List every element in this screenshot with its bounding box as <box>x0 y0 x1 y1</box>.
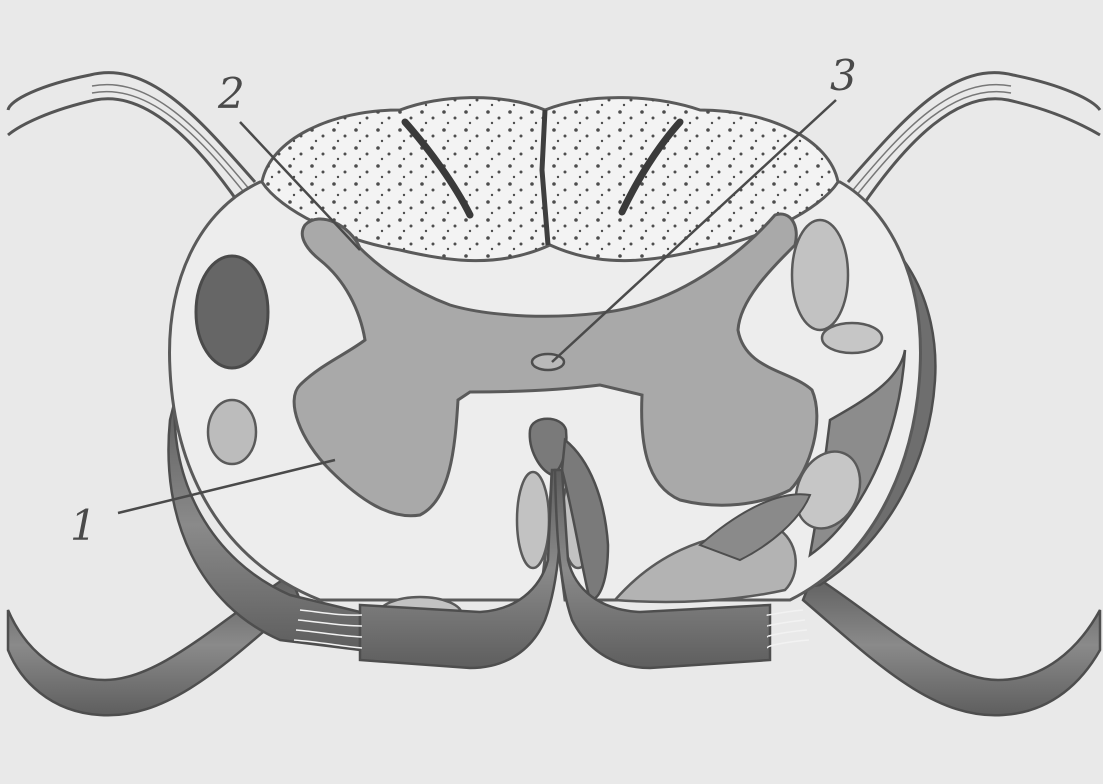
label-3: 3 <box>830 51 857 100</box>
tract-light-oval-right-small <box>822 323 882 353</box>
tract-light-oval-left <box>208 400 256 464</box>
ventral-root-right <box>803 575 1100 715</box>
root-fibers-right <box>767 610 809 648</box>
dorsal-root-right <box>848 73 1100 205</box>
tract-dark-oval-left <box>196 256 268 368</box>
anterior-column-left <box>517 472 549 568</box>
label-2: 2 <box>217 69 245 118</box>
label-1: 1 <box>70 501 97 550</box>
tract-light-oval-right-upper <box>792 220 848 330</box>
